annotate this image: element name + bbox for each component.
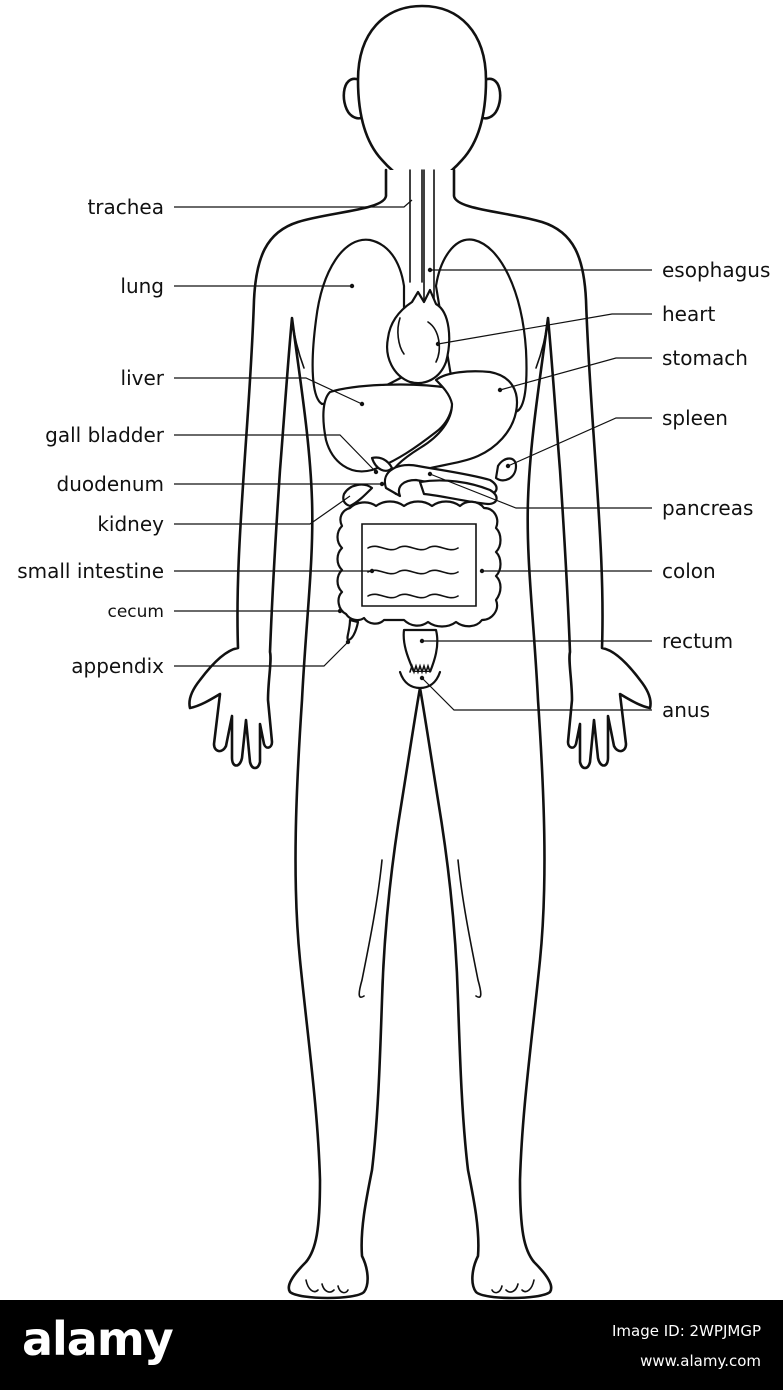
label-appendix: appendix [71,654,164,678]
image-id: Image ID: 2WPJMGP [612,1322,761,1340]
leader-gall-bladder [174,434,377,473]
leader-stomach [499,357,652,391]
leader-anus [421,677,652,711]
esophagus-shape [423,169,435,321]
labels-right: esophagus heart stomach spleen pancreas … [662,258,770,722]
watermark-footer: alamy Image ID: 2WPJMGP www.alamy.com [0,1300,783,1390]
leader-kidney [174,495,351,525]
label-stomach: stomach [662,346,748,370]
label-small-intestine: small intestine [17,559,164,583]
organs [311,169,528,690]
spleen-shape [494,457,518,482]
label-esophagus: esophagus [662,258,770,282]
kidney-shape [342,483,374,508]
label-lung: lung [120,274,164,298]
labels-left: trachea lung liver gall bladder duodenum… [17,195,165,678]
leader-pancreas [429,473,652,509]
label-trachea: trachea [87,195,164,219]
label-rectum: rectum [662,629,733,653]
label-colon: colon [662,559,716,583]
leader-heart [437,313,652,345]
label-cecum: cecum [108,602,165,622]
gall-bladder-shape [370,456,394,472]
label-anus: anus [662,698,710,722]
alamy-logo: alamy [22,1312,174,1366]
heart-shape [386,288,451,385]
site-url: www.alamy.com [640,1352,761,1370]
leader-spleen [507,417,652,467]
anus-shape [398,670,442,690]
label-kidney: kidney [97,512,164,536]
label-spleen: spleen [662,406,728,430]
label-heart: heart [662,302,715,326]
label-pancreas: pancreas [662,496,753,520]
label-gall-bladder: gall bladder [45,423,165,447]
leader-liver [174,377,363,405]
leader-appendix [174,641,349,667]
leader-trachea [174,199,413,208]
leader-dots [337,267,511,681]
anatomy-diagram: trachea lung liver gall bladder duodenum… [17,4,770,1300]
trachea-shape [409,169,423,283]
small-intestine-shape [361,523,477,607]
label-liver: liver [121,366,165,390]
liver-shape [322,383,454,473]
leader-lines [174,199,652,711]
label-duodenum: duodenum [57,472,164,496]
